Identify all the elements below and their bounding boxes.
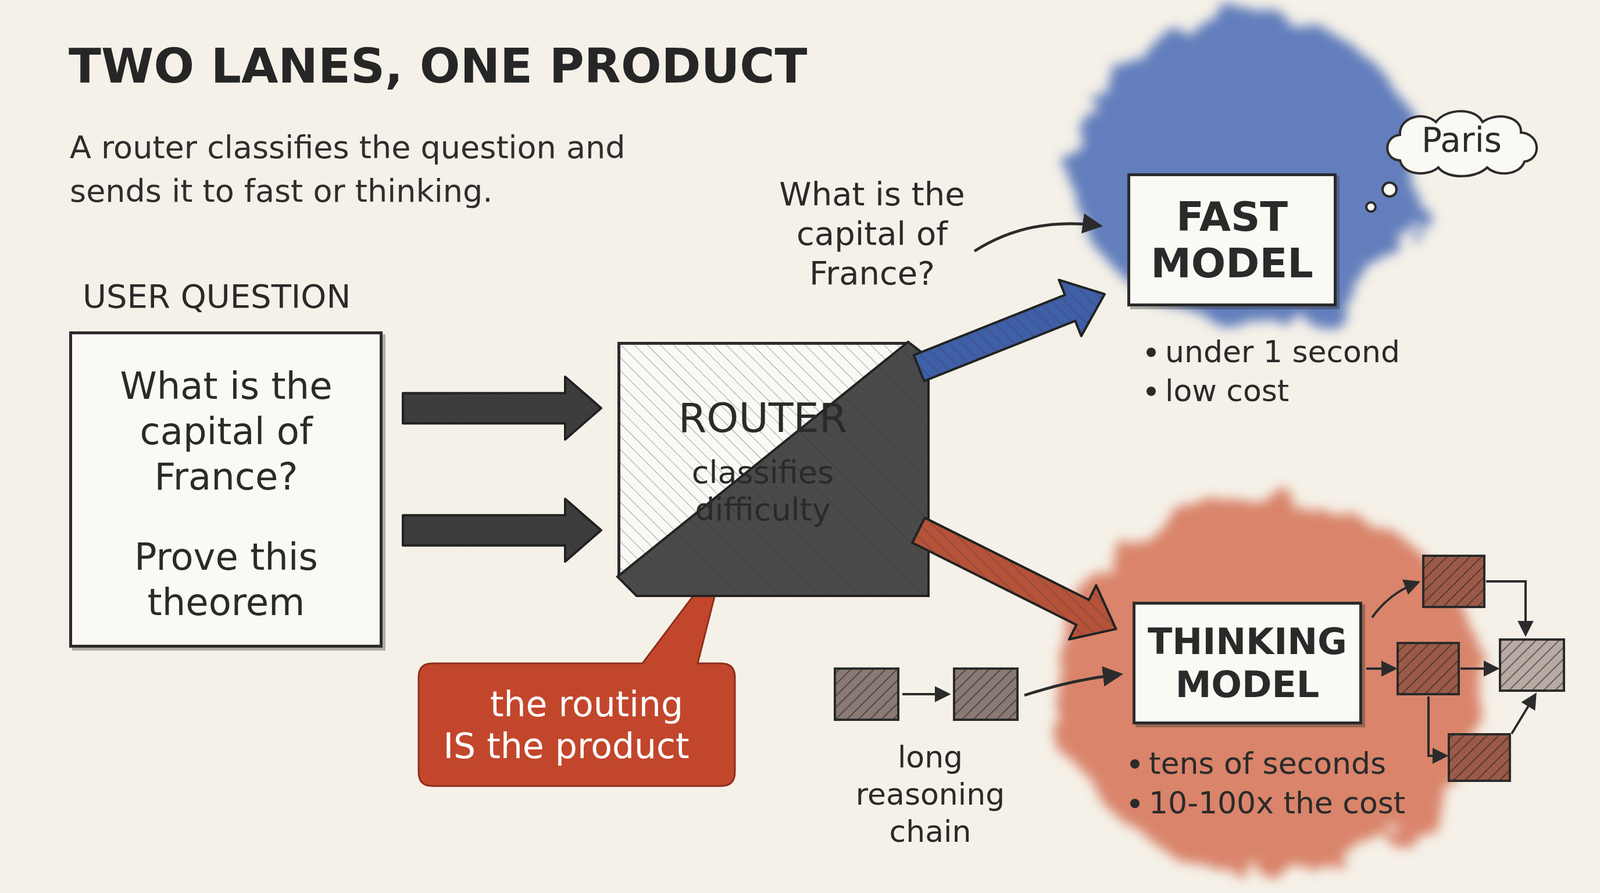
branch-arrow xyxy=(1372,582,1418,618)
note-label: tens of seconds xyxy=(1148,743,1387,784)
node-text: What is the capital of France? xyxy=(98,363,355,500)
arrow-body xyxy=(912,518,1116,640)
note-label: 10-100x the cost xyxy=(1148,782,1406,824)
reasoning-step xyxy=(1423,555,1485,607)
node-heading: THINKING MODEL xyxy=(1137,620,1359,707)
reasoning-step-hatch xyxy=(834,668,899,720)
model-box: FAST MODEL xyxy=(1127,173,1337,307)
reasoning-step-hatch xyxy=(954,668,1018,720)
branch-arrow xyxy=(1486,581,1526,634)
reasoning-step xyxy=(834,668,899,720)
bullet-dot xyxy=(1146,386,1156,396)
arrow-hatch xyxy=(913,279,1105,381)
bullet-dot xyxy=(1130,798,1140,809)
note-label: long reasoning chain xyxy=(843,738,1018,850)
thought-cloud: Paris xyxy=(1382,106,1541,174)
chain-arrow xyxy=(1024,674,1120,696)
router-box: ROUTER classifies difficulty xyxy=(617,341,909,577)
reasoning-step-hatch xyxy=(1500,639,1564,691)
reasoning-step-hatch xyxy=(1423,555,1485,607)
arrow-hatch xyxy=(402,498,602,562)
block-arrow xyxy=(402,498,602,562)
cloud-outline xyxy=(1387,111,1537,177)
arrow-body xyxy=(913,279,1105,381)
branch-arrow xyxy=(1428,696,1446,756)
arrow-body xyxy=(402,498,602,562)
node-heading: ROUTER xyxy=(620,393,906,443)
callout-shape xyxy=(418,552,735,787)
chain-arrow xyxy=(902,693,948,696)
reasoning-step xyxy=(1448,734,1510,781)
branch-arrow xyxy=(1366,667,1395,670)
model-box: THINKING MODEL xyxy=(1132,601,1363,725)
reasoning-step-hatch xyxy=(1397,643,1459,695)
router-depth-hatch xyxy=(617,341,929,596)
router-depth xyxy=(617,341,929,596)
arrow-hatch xyxy=(402,376,602,440)
leader-arrow xyxy=(974,223,1099,252)
thought-dot xyxy=(1366,202,1376,212)
node-heading: Paris xyxy=(1421,120,1502,160)
question-box: USER QUESTIONWhat is the capital of Fran… xyxy=(69,331,383,648)
note-label: low cost xyxy=(1165,370,1289,412)
node-heading: USER QUESTION xyxy=(82,277,351,316)
bullet-dot xyxy=(1146,347,1156,357)
callout-shape xyxy=(418,663,735,787)
branch-arrow xyxy=(1511,695,1535,734)
blue-watercolor-wash xyxy=(1072,14,1422,323)
reasoning-step xyxy=(954,668,1018,720)
node-text: classifies difficulty xyxy=(658,454,868,529)
edge-label: What is the capital of France? xyxy=(761,174,983,294)
block-arrow xyxy=(402,376,602,440)
reasoning-step xyxy=(1500,639,1564,691)
arrow-hatch xyxy=(912,518,1116,640)
reasoning-step xyxy=(1397,643,1459,695)
branch-arrow xyxy=(1460,667,1497,670)
thought-dot xyxy=(1382,182,1397,197)
note-label: under 1 second xyxy=(1165,331,1400,373)
node-heading: FAST MODEL xyxy=(1136,193,1328,287)
node-text: Prove this theorem xyxy=(98,534,355,625)
reasoning-step-hatch xyxy=(1448,734,1510,781)
node-heading: the routing IS the product xyxy=(435,683,698,767)
diagram-title: TWO LANES, ONE PRODUCT xyxy=(68,38,999,95)
bullet-dot xyxy=(1130,759,1140,769)
callout-bubble: the routing IS the product xyxy=(418,663,735,787)
arrow-body xyxy=(402,376,602,440)
diagram-caption: A router classifies the question and sen… xyxy=(69,125,681,213)
block-arrow xyxy=(913,279,1105,381)
block-arrow xyxy=(912,518,1116,640)
red-watercolor-wash xyxy=(1055,500,1486,873)
